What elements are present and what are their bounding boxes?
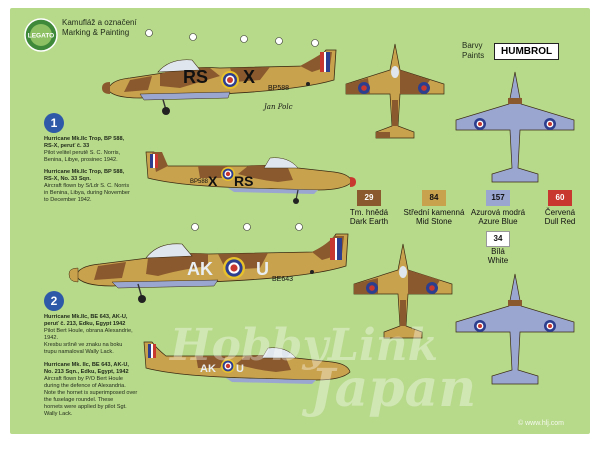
- scheme2-desc-en-line5: Note the hornet is superimposed over: [44, 390, 138, 396]
- swatch-34: 34: [486, 231, 510, 247]
- scheme2-side-view-right: [143, 341, 351, 384]
- scheme1-desc-cz-title: Hurricane Mk.IIc Trop, BP 588,: [44, 136, 125, 142]
- swatch-84-cz: Střední kamenná: [403, 208, 465, 217]
- scheme1-desc-cz-line4: Benina, Libye, prosinec 1942.: [44, 157, 118, 163]
- callout-marker: [295, 223, 303, 231]
- scheme1-side2-serial: BP588: [190, 179, 209, 185]
- artist-signature: Jan Polc: [264, 103, 293, 111]
- scheme2-desc-cz-line4: 1942.: [44, 335, 58, 341]
- watermark-bottom: Japan: [310, 358, 477, 419]
- scheme2-desc-en-title: Hurricane Mk. IIc, BE 643, AK-U,: [44, 362, 129, 368]
- scheme2-codes-right: U: [256, 259, 269, 279]
- scheme2-desc-en-line4: during the defence of Alexandria.: [44, 383, 126, 389]
- scheme1-codes-left: RS: [183, 67, 209, 87]
- legato-logo: LEGATO: [24, 18, 58, 52]
- scheme2-desc-en-line3: Aircraft flown by P/O Bert Houle: [44, 376, 123, 382]
- callout-marker: [243, 223, 251, 231]
- scheme2-desc-en-line7: hornets were applied by pilot Sgt.: [44, 404, 127, 410]
- scheme2-desc-cz-title: Hurricane Mk.IIc, BE 643, AK-U,: [44, 314, 128, 320]
- scheme1-codes-right: X: [243, 67, 256, 87]
- swatch-60-en: Dull Red: [544, 217, 576, 226]
- scheme2-desc-en-line6: the fuselage roundel. These: [44, 397, 114, 403]
- callout-marker: [189, 33, 197, 41]
- scheme2-serial: BE643: [272, 276, 294, 283]
- swatch-34-en: White: [487, 256, 509, 265]
- swatch-60: 60: [548, 190, 572, 206]
- swatch-84: 84: [422, 190, 446, 206]
- scheme2-codes-left: AK: [187, 259, 213, 279]
- scheme2-desc-cz-line6: trupu namaloval Wally Lack.: [44, 349, 114, 355]
- watermark-top: HobbyLink: [170, 320, 439, 371]
- scheme1-desc-cz-line3: Pilot velitel perutě S. C. Norris,: [44, 150, 121, 156]
- scheme1-side-view-right: [145, 151, 356, 204]
- swatch-60-cz: Červená: [544, 208, 576, 217]
- paints-en: Paints: [462, 51, 485, 60]
- swatch-157: 157: [486, 190, 510, 206]
- callout-marker: [311, 39, 319, 47]
- paint-brand-badge: HUMBROL: [494, 43, 560, 60]
- scheme2-side2-codes-right: U: [236, 363, 244, 375]
- scheme1-desc-en-line5: to December 1942.: [44, 197, 92, 203]
- scheme2-side-view: [68, 233, 349, 303]
- swatch-29-en: Dark Earth: [349, 217, 389, 226]
- scheme2-top-view: [353, 243, 453, 339]
- scheme1-desc-en-line2: RS-X, No. 33 Sqn.: [44, 176, 91, 182]
- scheme2-side2-codes-left: AK: [200, 363, 216, 375]
- scheme1-desc-cz-line2: RS-X, peruť č. 33: [44, 143, 90, 149]
- scheme1-bottom-view: [455, 71, 575, 183]
- scheme1-side2-codes-left: X: [208, 173, 218, 189]
- swatch-29-cz: Tm. hnědá: [349, 208, 389, 217]
- swatch-84-en: Mid Stone: [415, 217, 453, 226]
- paints-cz: Barvy: [462, 41, 483, 50]
- scheme2-number-badge: 2: [44, 291, 64, 311]
- title-cz: Kamufláž a označení: [62, 18, 137, 27]
- scheme1-desc-en-title: Hurricane Mk.IIc Trop, BP 588,: [44, 169, 125, 175]
- scheme2-desc-cz-line2: peruť č. 213, Edku, Egypt 1942: [44, 321, 126, 327]
- scheme2-desc-cz-line3: Pilot Bert Houle, obrana Alexandrie,: [44, 328, 133, 334]
- scheme1-top-view: [345, 43, 445, 139]
- scheme2-desc-en-line2: No. 213 Sqn., Edku, Egypt, 1942: [44, 369, 129, 375]
- scheme1-desc-en-line4: in Benina, Libya, during November: [44, 190, 130, 196]
- scheme1-side-view: [102, 49, 337, 115]
- logo-text: LEGATO: [28, 33, 54, 40]
- scheme1-side2-codes-right: RS: [234, 173, 254, 189]
- scheme1-number-badge: 1: [44, 113, 64, 133]
- scheme2-bottom-view: [455, 273, 575, 385]
- scheme2-desc-cz-line5: Kresbu sršně ve znaku na boku: [44, 342, 123, 348]
- title-en: Marking & Painting: [62, 28, 130, 37]
- callout-marker: [145, 29, 153, 37]
- scheme1-desc-en-line3: Aircraft flown by S/Ldr S. C. Norris: [44, 183, 130, 189]
- scheme1-serial: BP588: [268, 85, 290, 92]
- swatch-157-cz: Azurová modrá: [470, 208, 526, 217]
- callout-marker: [275, 37, 283, 45]
- scheme2-desc-en-line8: Wally Lack.: [44, 411, 73, 417]
- swatch-29: 29: [357, 190, 381, 206]
- swatch-34-cz: Bílá: [491, 247, 505, 256]
- callout-marker: [191, 223, 199, 231]
- watermark-url: © www.hlj.com: [518, 420, 564, 427]
- callout-marker: [240, 35, 248, 43]
- instruction-sheet: LEGATO Kamufláž a označení Marking & Pai…: [10, 8, 590, 434]
- swatch-157-en: Azure Blue: [478, 217, 518, 226]
